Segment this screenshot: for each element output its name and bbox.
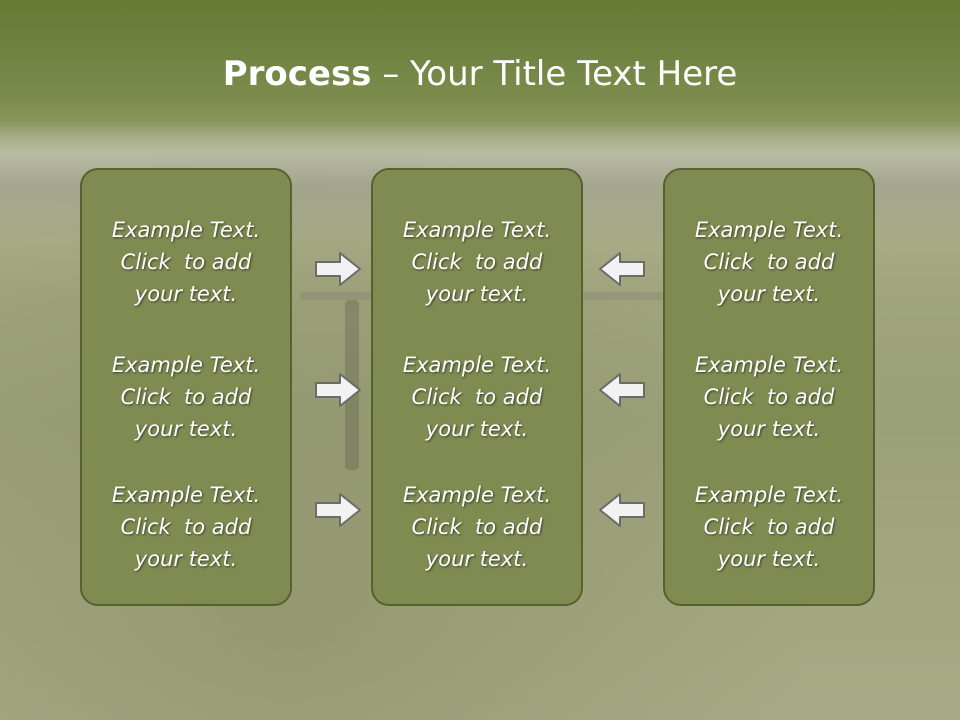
text-line: Example Text. bbox=[111, 353, 261, 377]
arrow-left-icon bbox=[599, 373, 645, 407]
text-line: Example Text. bbox=[111, 218, 261, 242]
text-line: Example Text. bbox=[402, 353, 552, 377]
text-line: your text. bbox=[425, 417, 529, 441]
text-line: Example Text. bbox=[402, 218, 552, 242]
arrow-right-icon bbox=[315, 373, 361, 407]
text-block[interactable]: Example Text. Click to add your text. bbox=[665, 479, 873, 575]
right-process-box[interactable]: Example Text. Click to add your text. Ex… bbox=[663, 168, 875, 606]
text-line: your text. bbox=[425, 547, 529, 571]
text-line: Click to add bbox=[411, 515, 543, 539]
text-line: your text. bbox=[134, 282, 238, 306]
text-line: your text. bbox=[134, 547, 238, 571]
text-line: your text. bbox=[134, 417, 238, 441]
text-line: your text. bbox=[717, 282, 821, 306]
text-line: Example Text. bbox=[694, 218, 844, 242]
text-line: Example Text. bbox=[694, 353, 844, 377]
text-block[interactable]: Example Text. Click to add your text. bbox=[665, 214, 873, 310]
text-line: Click to add bbox=[120, 515, 252, 539]
text-line: your text. bbox=[717, 547, 821, 571]
text-block[interactable]: Example Text. Click to add your text. bbox=[665, 349, 873, 445]
center-process-box[interactable]: Example Text. Click to add your text. Ex… bbox=[371, 168, 583, 606]
text-line: Click to add bbox=[120, 385, 252, 409]
text-line: Click to add bbox=[703, 515, 835, 539]
arrow-right-icon bbox=[315, 252, 361, 286]
left-process-box[interactable]: Example Text. Click to add your text. Ex… bbox=[80, 168, 292, 606]
text-line: your text. bbox=[425, 282, 529, 306]
text-block[interactable]: Example Text. Click to add your text. bbox=[373, 214, 581, 310]
text-block[interactable]: Example Text. Click to add your text. bbox=[82, 214, 290, 310]
text-line: your text. bbox=[717, 417, 821, 441]
text-line: Example Text. bbox=[694, 483, 844, 507]
text-line: Click to add bbox=[703, 250, 835, 274]
text-block[interactable]: Example Text. Click to add your text. bbox=[82, 349, 290, 445]
text-line: Click to add bbox=[411, 385, 543, 409]
arrow-left-icon bbox=[599, 493, 645, 527]
text-line: Click to add bbox=[120, 250, 252, 274]
arrow-left-icon bbox=[599, 252, 645, 286]
slide-title[interactable]: Process – Your Title Text Here bbox=[0, 52, 960, 96]
text-line: Example Text. bbox=[402, 483, 552, 507]
text-block[interactable]: Example Text. Click to add your text. bbox=[82, 479, 290, 575]
arrow-right-icon bbox=[315, 493, 361, 527]
text-line: Click to add bbox=[411, 250, 543, 274]
text-block[interactable]: Example Text. Click to add your text. bbox=[373, 349, 581, 445]
title-rest: – Your Title Text Here bbox=[371, 54, 738, 94]
title-banner bbox=[0, 0, 960, 155]
text-line: Click to add bbox=[703, 385, 835, 409]
text-block[interactable]: Example Text. Click to add your text. bbox=[373, 479, 581, 575]
text-line: Example Text. bbox=[111, 483, 261, 507]
title-bold: Process bbox=[222, 54, 372, 94]
